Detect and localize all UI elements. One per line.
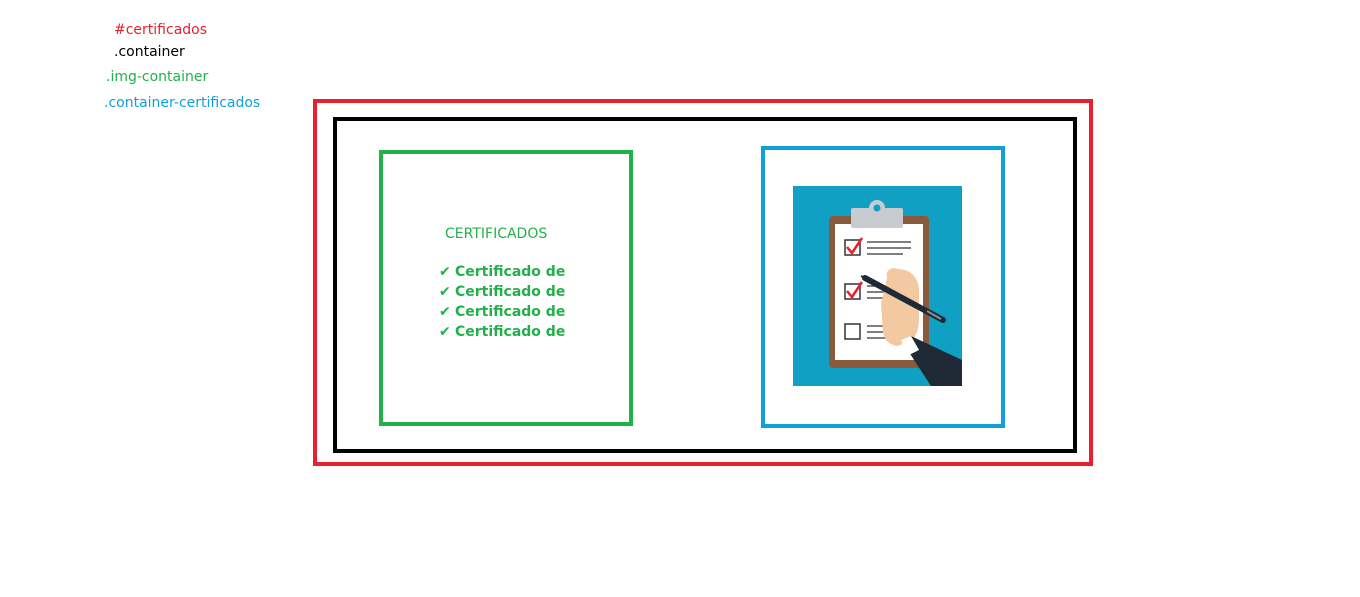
- certificates-heading: CERTIFICADOS: [445, 226, 548, 242]
- certificate-item: ✔Certificado de: [439, 262, 565, 282]
- check-icon: ✔: [439, 284, 451, 300]
- legend-container-certificados-label: .container-certificados: [104, 95, 261, 111]
- certificados-section-box: [313, 99, 1093, 466]
- certificate-item-label: Certificado de: [455, 264, 566, 280]
- certificate-item-label: Certificado de: [455, 284, 566, 300]
- certificate-item-label: Certificado de: [455, 304, 566, 320]
- check-icon: ✔: [439, 264, 451, 280]
- certificate-item: ✔Certificado de: [439, 302, 565, 322]
- check-icon: ✔: [439, 304, 451, 320]
- certificate-item: ✔Certificado de: [439, 282, 565, 302]
- certificate-item-label: Certificado de: [455, 324, 566, 340]
- certificates-list: ✔Certificado de ✔Certificado de ✔Certifi…: [439, 262, 565, 342]
- legend-img-container-label: .img-container: [106, 69, 209, 85]
- container-box: [333, 117, 1077, 453]
- legend-certificados-label: #certificados: [114, 22, 208, 38]
- legend-container-label: .container: [114, 44, 185, 60]
- check-icon: ✔: [439, 324, 451, 340]
- clipboard-checklist-icon: [793, 186, 962, 386]
- certificate-item: ✔Certificado de: [439, 322, 565, 342]
- img-container-box: [379, 150, 633, 426]
- container-certificados-box: [761, 146, 1005, 428]
